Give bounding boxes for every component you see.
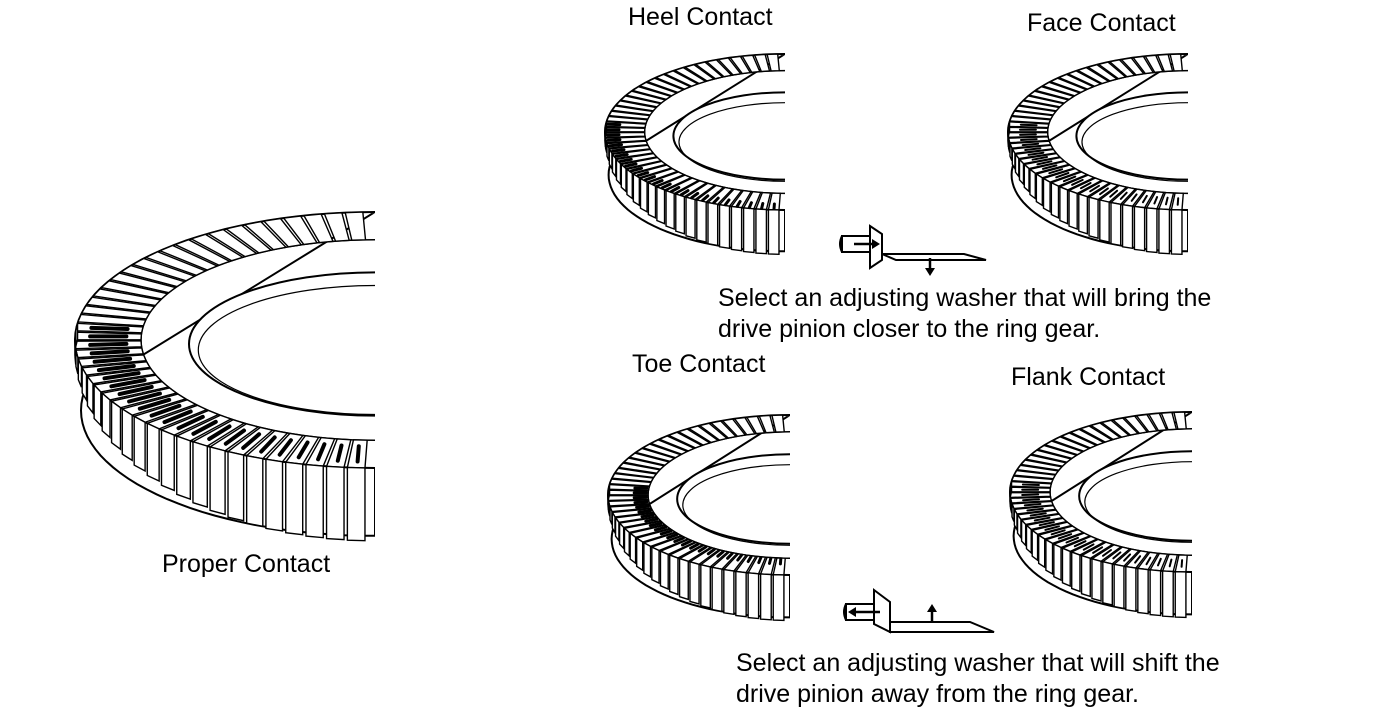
closer-instruction: Select an adjusting washer that will bri… xyxy=(718,283,1211,345)
closer-instruction-line-1: Select an adjusting washer that will bri… xyxy=(718,284,1212,312)
flank-contact-label: Flank Contact xyxy=(1011,363,1166,391)
heel-contact-label: Heel Contact xyxy=(628,3,773,31)
away-instruction-line-2: drive pinion away from the ring gear. xyxy=(736,680,1139,708)
toe-contact-label: Toe Contact xyxy=(632,350,766,378)
proper-contact-label: Proper Contact xyxy=(162,550,331,578)
pinion-closer-arrows-icon xyxy=(839,224,987,276)
away-instruction: Select an adjusting washer that will shi… xyxy=(736,648,1220,710)
pinion-away-arrows-icon xyxy=(843,588,995,634)
face-contact-label: Face Contact xyxy=(1027,9,1176,37)
closer-instruction-line-2: drive pinion closer to the ring gear. xyxy=(718,315,1101,343)
away-instruction-line-1: Select an adjusting washer that will shi… xyxy=(736,649,1220,677)
